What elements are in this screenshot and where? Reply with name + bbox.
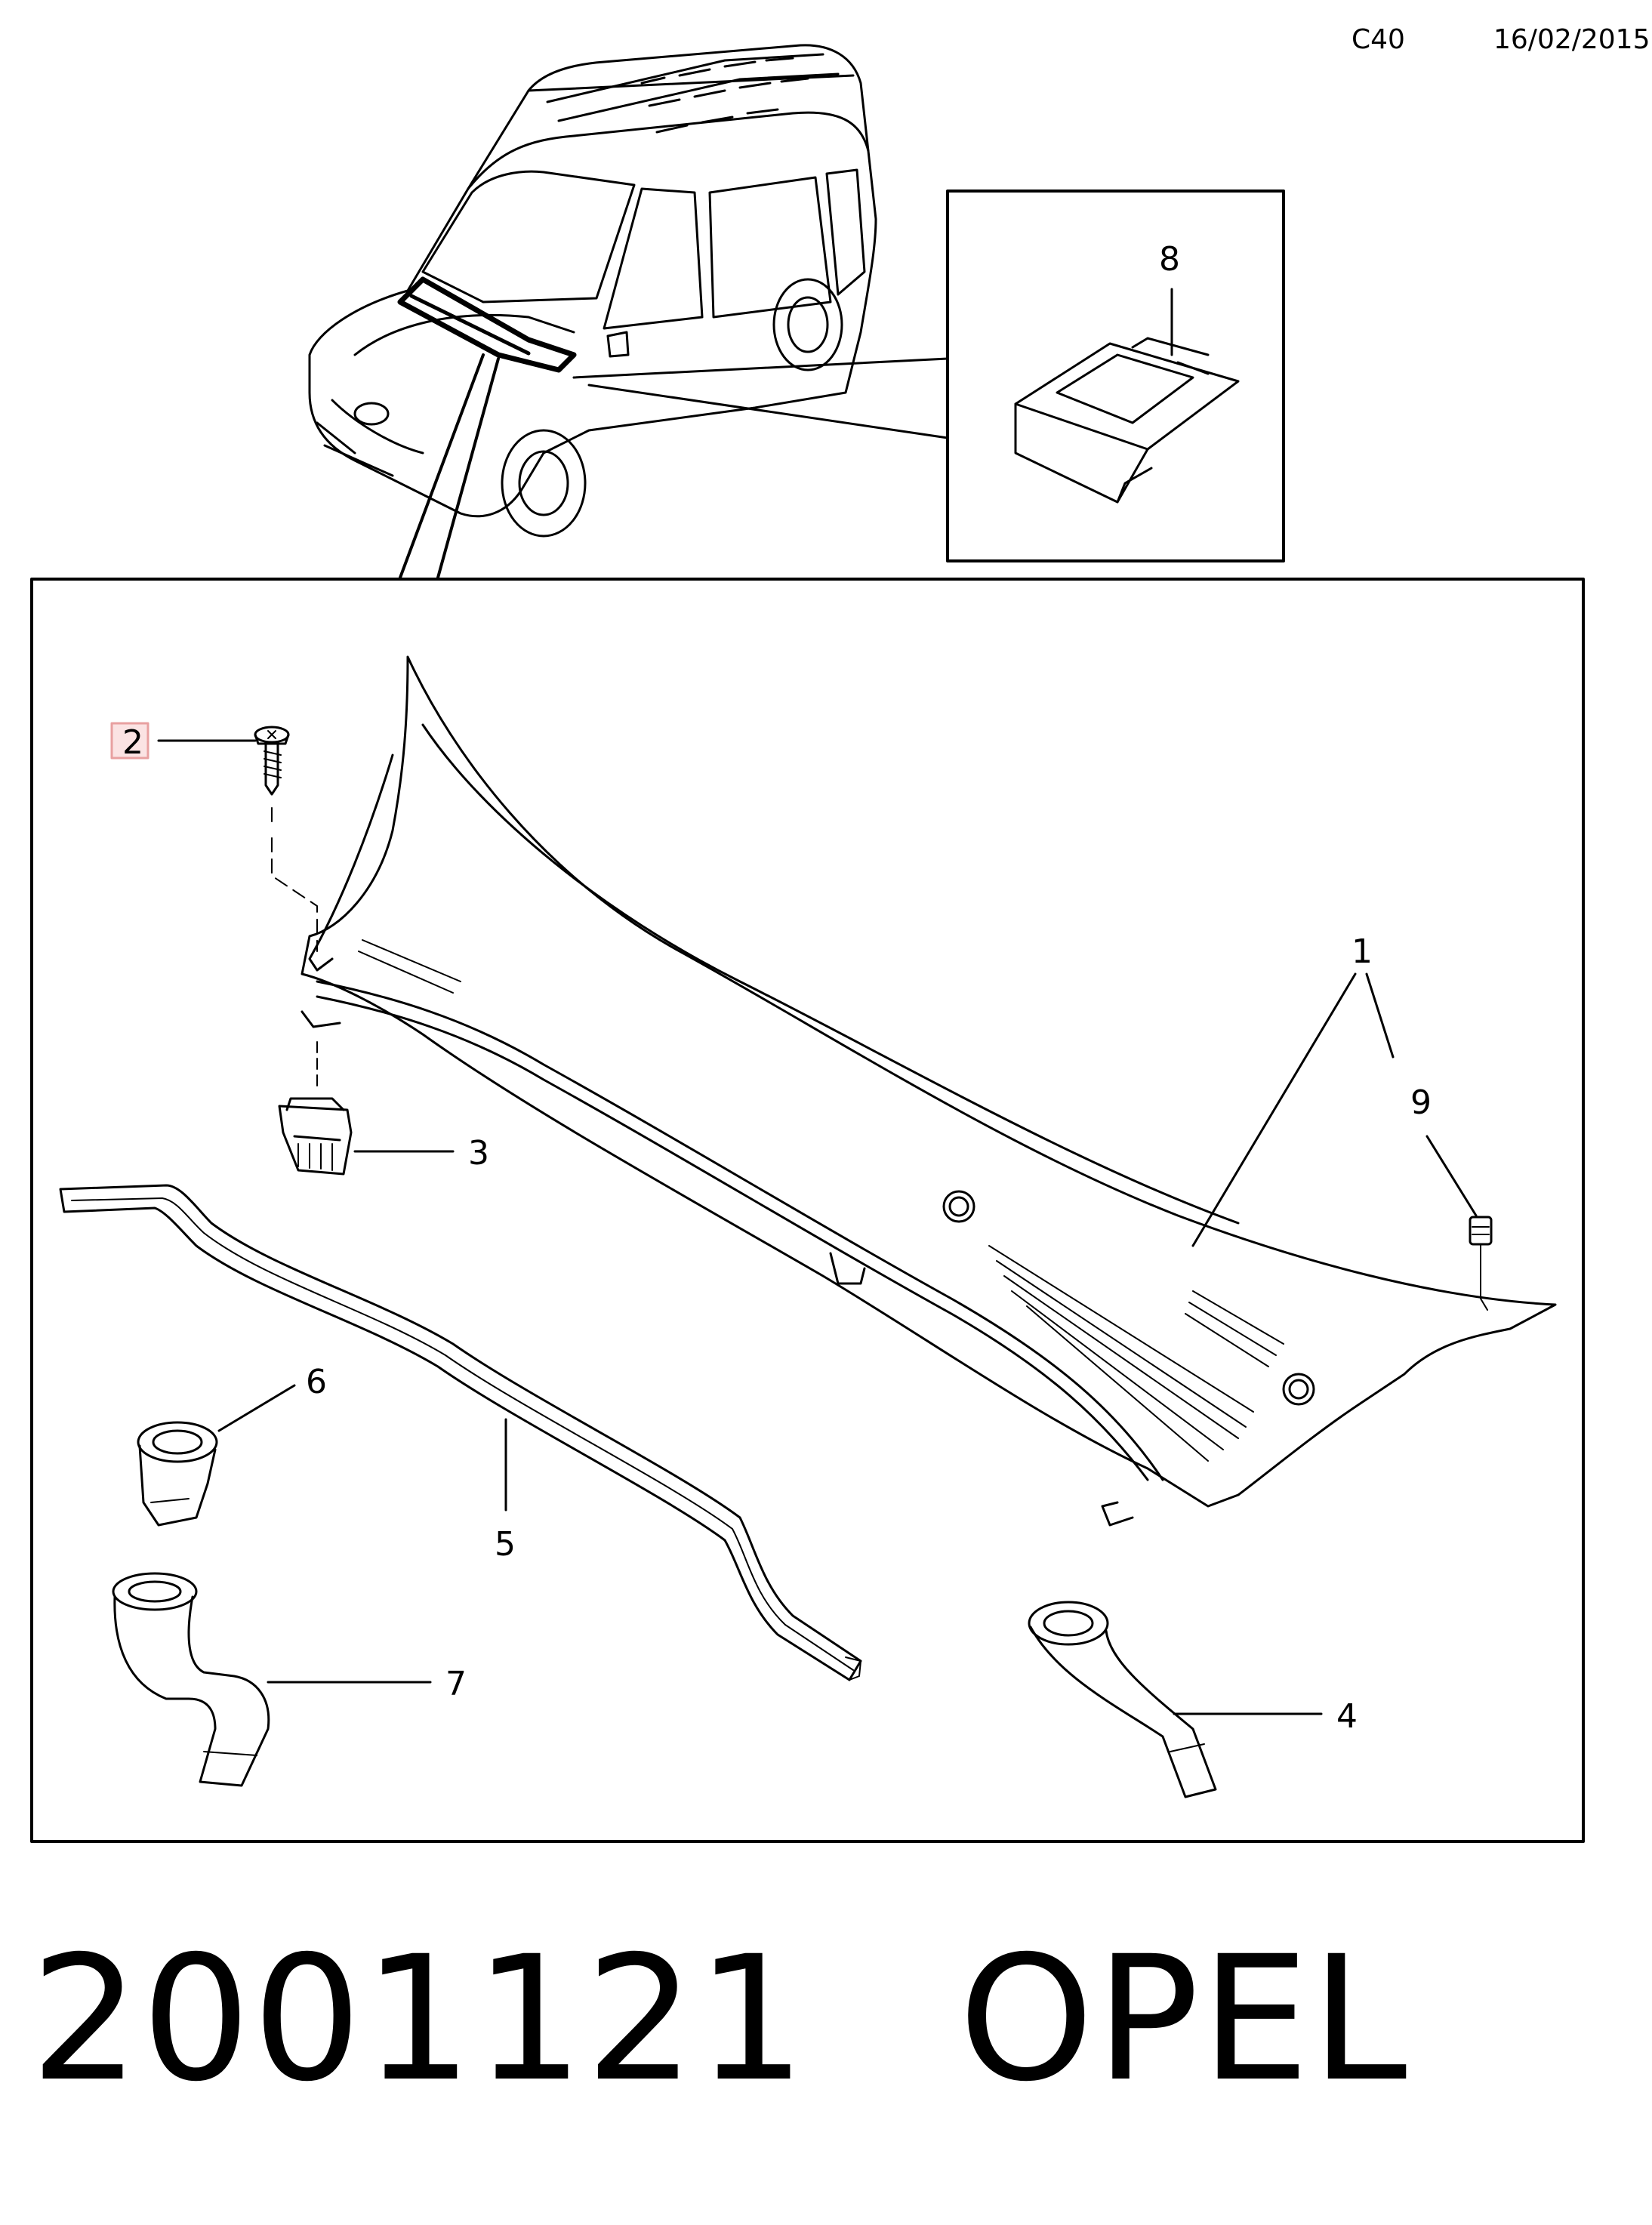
inset-frame-part-8 <box>946 190 1285 562</box>
part-3-clip <box>278 1041 353 1176</box>
callout-3: 3 <box>468 1134 489 1173</box>
inset-leader-lines <box>572 357 949 439</box>
vehicle-illustration <box>308 44 877 538</box>
callout-6-leader <box>217 1384 296 1432</box>
callout-2: 2 <box>122 723 143 762</box>
callout-4: 4 <box>1336 1697 1358 1736</box>
callout-7: 7 <box>445 1665 467 1703</box>
callout-1-leader <box>1191 972 1357 1247</box>
main-parts-frame <box>30 578 1585 1843</box>
leader-lines <box>399 353 500 579</box>
callout-1-to-9-leader <box>1365 972 1395 1059</box>
part-4-drain-hose <box>1028 1601 1217 1798</box>
part-2-screw <box>254 726 318 952</box>
callout-8: 8 <box>1159 240 1180 279</box>
callout-9-leader <box>1425 1135 1478 1217</box>
part-1-cowl-panel <box>301 655 1557 1527</box>
part-8-bracket <box>1014 337 1240 504</box>
part-6-grommet <box>137 1421 218 1527</box>
callout-5: 5 <box>495 1525 516 1564</box>
part-number: 2001121 <box>30 1918 808 2119</box>
callout-6: 6 <box>306 1363 327 1401</box>
diagram-date: 16/02/2015 <box>1493 24 1650 55</box>
part-7-drain-hose <box>112 1572 270 1787</box>
illustration-code: C40 <box>1351 24 1405 55</box>
callout-9: 9 <box>1410 1083 1432 1122</box>
part-5-seal-strip <box>59 1184 862 1681</box>
callout-1: 1 <box>1351 932 1373 971</box>
brand-name: OPEL <box>958 1918 1409 2119</box>
callout-2-highlight <box>110 722 149 760</box>
part-9-fastener <box>1469 1216 1493 1311</box>
